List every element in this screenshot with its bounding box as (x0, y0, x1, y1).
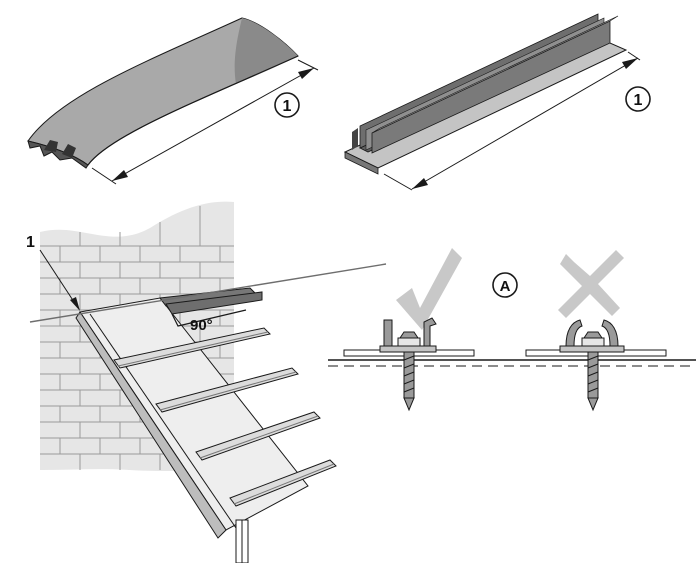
base-profile (343, 13, 628, 175)
angle-label: 90° (190, 317, 213, 334)
detail-letter-callout: A (492, 272, 518, 298)
check-icon (396, 248, 462, 330)
roof (75, 287, 337, 563)
base-length-dimension (383, 51, 641, 191)
cap-profile-end (27, 140, 89, 169)
callout-number: 1 (26, 234, 35, 251)
callout-1-base: 1 (625, 86, 651, 112)
callout-1-wall: 1 (26, 234, 80, 311)
cap-length-dimension (91, 59, 319, 185)
section-line (29, 263, 387, 323)
correct-assembly (343, 317, 475, 412)
cap-profile (27, 17, 299, 169)
angle-mark: 90° (171, 309, 247, 334)
roof-surface-section (328, 359, 696, 367)
glazing-bars (113, 287, 337, 507)
detail-letter: A (500, 278, 511, 295)
callout-1-cap: 1 (274, 92, 300, 118)
callout-number: 1 (283, 98, 292, 115)
cap-profile-highlight (234, 18, 298, 84)
cross-icon (558, 250, 624, 318)
incorrect-assembly (525, 319, 667, 412)
callout-number: 1 (634, 92, 643, 109)
